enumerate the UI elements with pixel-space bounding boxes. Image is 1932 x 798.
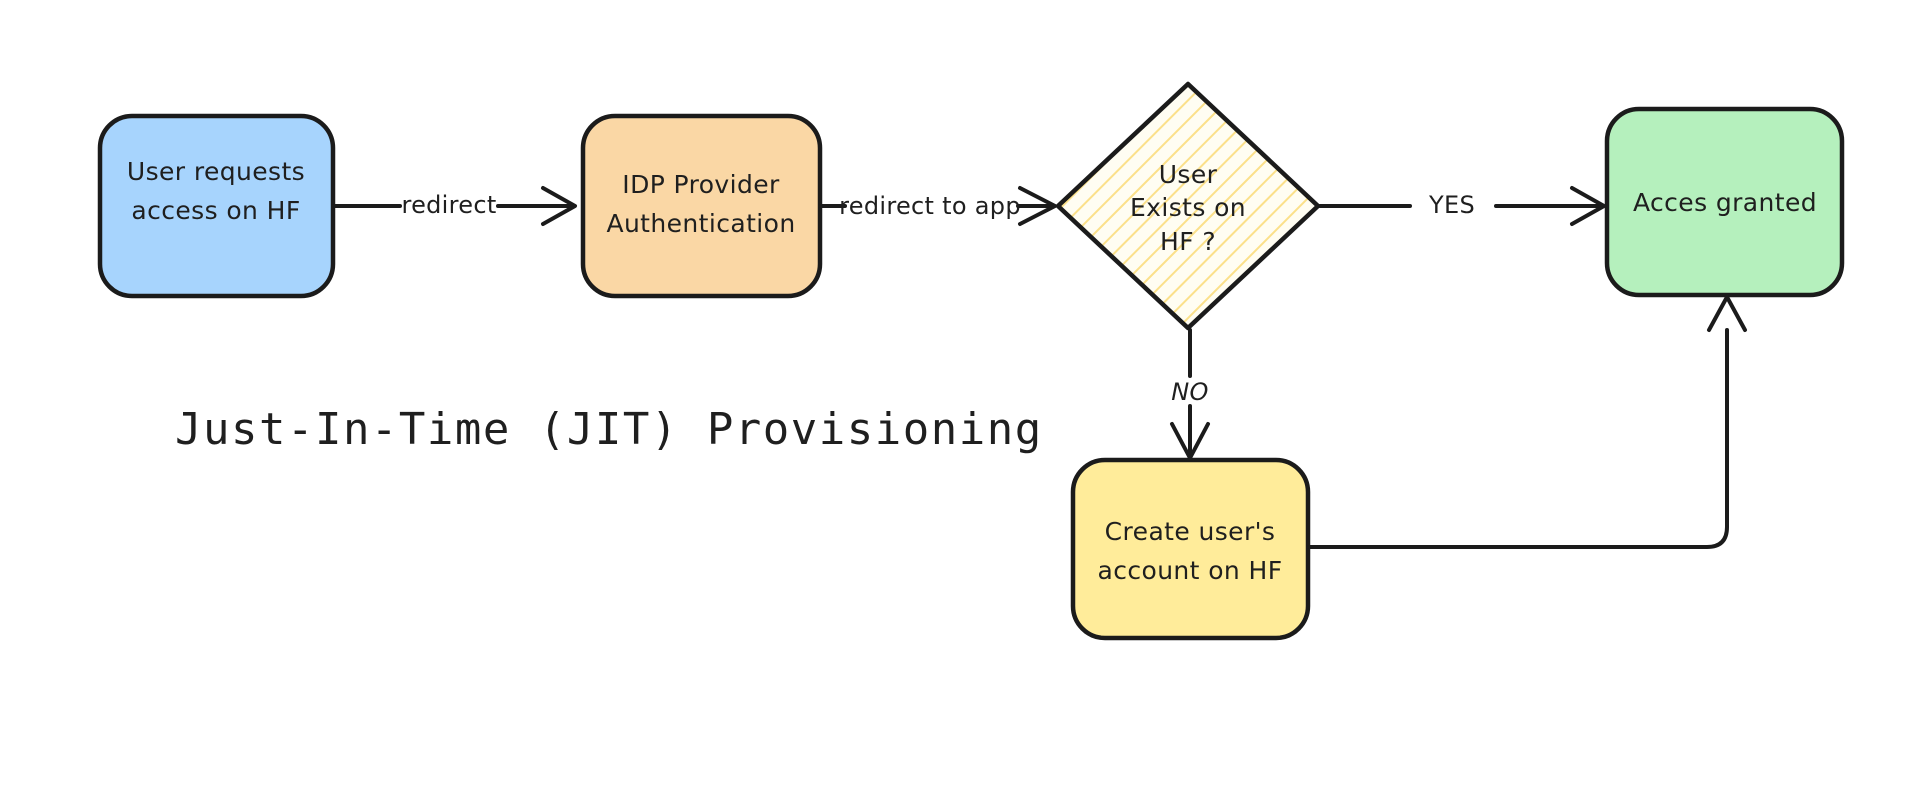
node-user-exists-decision-label-line3: HF ? [1160, 227, 1216, 256]
diagram-title: Just-In-Time (JIT) Provisioning [175, 404, 1043, 455]
edge-redirect: redirect [332, 186, 577, 226]
edge-no: NO [1170, 328, 1210, 460]
edge-loopback [1307, 295, 1747, 549]
node-create-account[interactable]: Create user's account on HF [1070, 457, 1311, 641]
edge-redirect-arrowhead [541, 186, 577, 226]
node-user-requests-label-line1: User requests [127, 157, 305, 186]
edge-yes-label: YES [1428, 191, 1475, 219]
node-acces-granted[interactable]: Acces granted [1604, 106, 1845, 298]
node-user-requests-label-line2: access on HF [131, 196, 300, 225]
node-acces-granted-label: Acces granted [1633, 188, 1817, 217]
node-idp-auth-label-line1: IDP Provider [622, 170, 780, 199]
edge-yes-arrowhead [1570, 186, 1606, 226]
edge-loopback-arrowhead [1707, 295, 1747, 332]
node-user-exists-decision-label-line2: Exists on [1130, 193, 1246, 222]
node-create-account-shape [1070, 457, 1311, 641]
node-user-requests[interactable]: User requests access on HF [97, 113, 336, 299]
edge-redirect-to-app: redirect to app [819, 186, 1057, 226]
node-acces-granted-shape [1604, 106, 1845, 298]
node-user-exists-decision-label-line1: User [1159, 160, 1218, 189]
node-user-exists-decision[interactable]: User Exists on HF ? [1055, 81, 1321, 331]
edge-yes: YES [1318, 186, 1606, 226]
node-user-exists-decision-shape [1055, 81, 1321, 331]
node-create-account-label-line1: Create user's [1105, 517, 1276, 546]
edge-redirect-label: redirect [401, 191, 496, 219]
edge-redirect-to-app-arrowhead [1018, 186, 1057, 226]
edge-no-label: NO [1171, 378, 1208, 406]
edge-redirect-to-app-label: redirect to app [839, 192, 1021, 220]
node-create-account-label-line2: account on HF [1097, 556, 1282, 585]
node-idp-auth-shape [580, 113, 823, 299]
node-idp-auth[interactable]: IDP Provider Authentication [580, 113, 823, 299]
edge-loopback-line [1307, 328, 1729, 549]
node-idp-auth-label-line2: Authentication [606, 209, 795, 238]
